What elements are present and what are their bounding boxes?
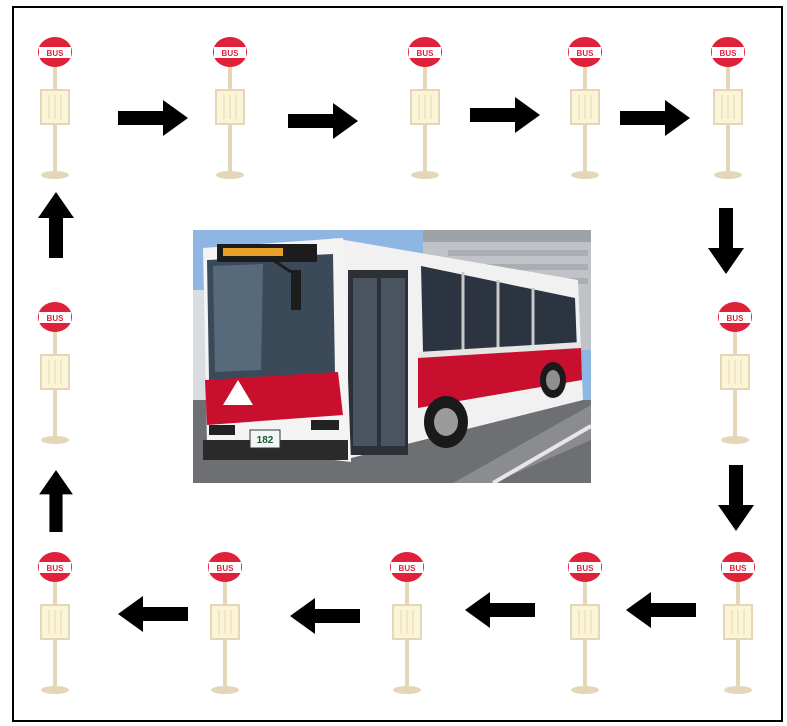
- arrow-up-icon: [38, 192, 74, 258]
- bus-sign-text: BUS: [417, 49, 435, 58]
- bus-sign-text: BUS: [217, 564, 235, 573]
- bus-stop-bottom-3: BUS: [387, 550, 427, 680]
- bus-stop-top-5: BUS: [708, 35, 748, 165]
- bus-stop-top-2: BUS: [210, 35, 250, 165]
- bus-sign-text: BUS: [47, 49, 65, 58]
- bus-photo: 182: [193, 230, 591, 483]
- bus-stop-bottom-5: BUS: [718, 550, 758, 680]
- bus-sign-text: BUS: [577, 564, 595, 573]
- arrow-right-icon: [470, 97, 540, 133]
- arrow-left-icon: [465, 592, 535, 628]
- arrow-right-icon: [620, 100, 690, 136]
- arrow-down-icon: [708, 208, 744, 274]
- bus-stop-top-1: BUS: [35, 35, 75, 165]
- bus-stop-bottom-1: BUS: [35, 550, 75, 680]
- bus-sign-text: BUS: [577, 49, 595, 58]
- arrow-left-icon: [626, 592, 696, 628]
- bus-stop-bottom-4: BUS: [565, 550, 605, 680]
- bus-stop-top-3: BUS: [405, 35, 445, 165]
- bus-sign-text: BUS: [47, 314, 65, 323]
- bus-sign-text: BUS: [47, 564, 65, 573]
- arrow-right-icon: [118, 100, 188, 136]
- arrow-left-icon: [290, 598, 360, 634]
- bus-sign-text: BUS: [720, 49, 738, 58]
- bus-sign-text: BUS: [727, 314, 745, 323]
- arrow-up-icon: [38, 470, 74, 532]
- arrow-left-icon: [118, 596, 188, 632]
- arrow-down-icon: [718, 465, 754, 531]
- bus-sign-text: BUS: [399, 564, 417, 573]
- bus-stop-bottom-2: BUS: [205, 550, 245, 680]
- bus-stop-right-mid: BUS: [715, 300, 755, 430]
- bus-sign-text: BUS: [222, 49, 240, 58]
- bus-sign-text: BUS: [730, 564, 748, 573]
- arrow-right-icon: [288, 103, 358, 139]
- bus-stop-top-4: BUS: [565, 35, 605, 165]
- license-plate-text: 182: [257, 435, 274, 446]
- bus-stop-left-mid: BUS: [35, 300, 75, 430]
